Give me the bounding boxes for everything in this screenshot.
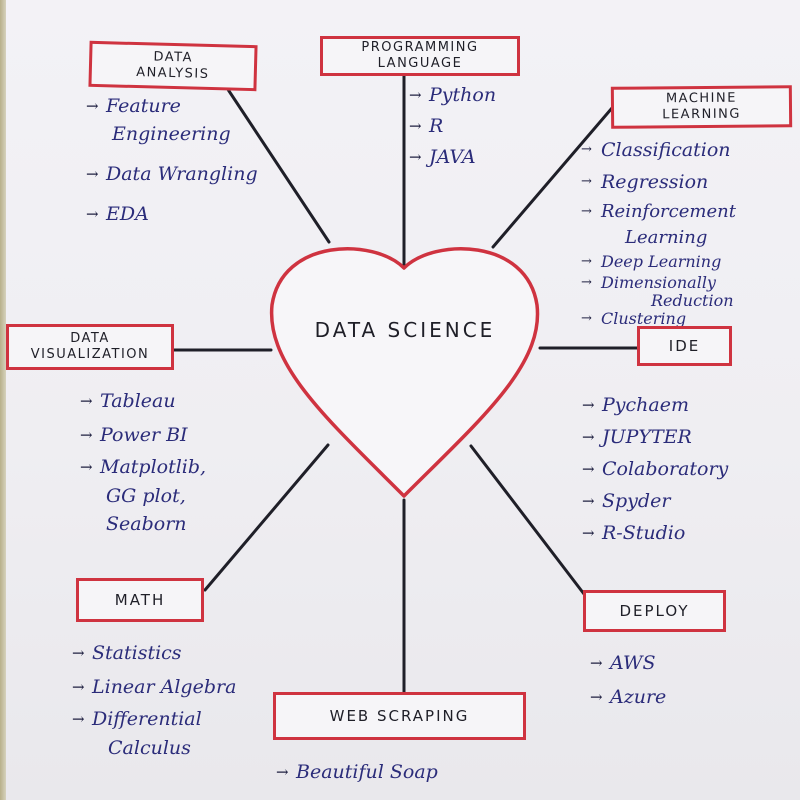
node-title-line: LEARNING (662, 106, 742, 123)
list-item: Matplotlib, (80, 452, 206, 482)
item-text: Pychaem (602, 394, 689, 416)
list-item-continued: Seaborn (80, 510, 206, 538)
list-item: Pychaem (582, 389, 728, 421)
node-deploy: DEPLOY (583, 590, 726, 632)
node-title-line: DATA (153, 49, 194, 66)
item-text: Statistics (92, 642, 182, 664)
list-item: Dimensionally (581, 273, 736, 293)
node-programming-language: PROGRAMMING LANGUAGE (320, 36, 520, 76)
list-item: Spyder (582, 485, 728, 517)
list-ide: Pychaem JUPYTER Colaboratory Spyder R-St… (582, 389, 728, 549)
node-title-line: ANALYSIS (135, 65, 210, 82)
paper-edge (0, 0, 6, 800)
list-item: Differential (72, 704, 236, 734)
node-title-line: LANGUAGE (377, 56, 463, 71)
connector-machine-learning (491, 106, 614, 249)
node-web-scraping: WEB SCRAPING (273, 692, 526, 740)
list-item: Colaboratory (582, 453, 728, 485)
list-math: Statistics Linear Algebra Differential C… (72, 636, 236, 762)
list-item: Azure (590, 680, 666, 714)
item-text: Colaboratory (602, 458, 729, 480)
list-item: R (409, 111, 496, 142)
list-data-visualization: Tableau Power BI Matplotlib, GG plot, Se… (80, 384, 206, 538)
list-item: Statistics (72, 636, 236, 670)
item-text: Classification (601, 139, 731, 161)
item-text: R-Studio (602, 522, 686, 544)
center-title: DATA SCIENCE (314, 318, 496, 342)
item-text: Regression (601, 171, 709, 193)
list-machine-learning: Classification Regression Reinforcement … (581, 134, 736, 329)
list-item: Classification (581, 134, 736, 166)
node-title-line: PROGRAMMING (361, 40, 479, 55)
node-title-line: DEPLOY (619, 602, 690, 620)
connector-deploy (469, 444, 586, 596)
item-text: JUPYTER (602, 426, 692, 448)
item-text: Matplotlib, (100, 456, 207, 478)
item-text: Tableau (100, 390, 176, 412)
item-text: Deep Learning (601, 252, 722, 271)
list-item: Tableau (80, 384, 206, 418)
item-text: Power BI (100, 424, 188, 446)
list-item-continued: Calculus (72, 734, 236, 762)
list-item: JUPYTER (582, 421, 728, 453)
list-item: EDA (86, 198, 258, 230)
list-item: Power BI (80, 418, 206, 452)
list-data-analysis: Feature Engineering Data Wrangling EDA (86, 92, 258, 230)
list-item: Clustering (581, 309, 736, 329)
list-item-continued: Reduction (581, 293, 736, 309)
item-text: Learning (625, 227, 708, 248)
node-title-line: DATA (70, 331, 110, 346)
list-item: Regression (581, 166, 736, 198)
list-item-continued: GG plot, (80, 482, 206, 510)
item-text: Feature (106, 95, 181, 117)
item-text: AWS (610, 652, 656, 674)
node-data-analysis: DATA ANALYSIS (88, 40, 258, 92)
list-item: R-Studio (582, 517, 728, 549)
connector-math (203, 443, 330, 592)
node-title-line: MATH (114, 591, 166, 609)
item-text: Linear Algebra (92, 676, 237, 698)
item-text: Seaborn (106, 513, 187, 535)
list-item-continued: Learning (581, 226, 736, 250)
item-text: Reduction (651, 291, 734, 310)
node-data-visualization: DATA VISUALIZATION (6, 324, 174, 370)
list-item: Deep Learning (581, 250, 736, 273)
item-text: Spyder (602, 490, 671, 512)
list-item: Beautiful Soap (276, 756, 438, 788)
node-title-line: IDE (668, 337, 701, 355)
item-text: Reinforcement (601, 201, 736, 222)
list-web-scraping: Beautiful Soap (276, 756, 438, 788)
item-text: Engineering (112, 123, 231, 145)
item-text: Azure (610, 686, 667, 708)
list-item: Feature (86, 92, 258, 120)
node-title-line: WEB SCRAPING (329, 707, 470, 725)
item-text: Clustering (601, 309, 687, 328)
list-item: Python (409, 80, 496, 111)
node-machine-learning: MACHINE LEARNING (610, 85, 793, 129)
node-ide: IDE (637, 326, 732, 366)
item-text: GG plot, (106, 485, 186, 507)
item-text: Differential (92, 708, 202, 730)
list-item: AWS (590, 646, 666, 680)
node-math: MATH (76, 578, 204, 622)
item-text: JAVA (429, 146, 476, 168)
list-item: Data Wrangling (86, 158, 258, 190)
item-text: Dimensionally (601, 273, 716, 292)
list-item: JAVA (409, 142, 496, 173)
list-item: Linear Algebra (72, 670, 236, 704)
list-programming-language: Python R JAVA (409, 80, 496, 173)
node-title-line: MACHINE (665, 90, 737, 107)
item-text: Python (429, 84, 497, 106)
center-heart (269, 247, 540, 498)
list-item: Reinforcement (581, 198, 736, 226)
item-text: EDA (106, 203, 149, 225)
list-item-continued: Engineering (86, 120, 258, 148)
item-text: Data Wrangling (106, 163, 258, 185)
item-text: R (429, 115, 444, 137)
list-deploy: AWS Azure (590, 646, 666, 714)
node-title-line: VISUALIZATION (30, 347, 150, 362)
item-text: Beautiful Soap (296, 761, 438, 783)
item-text: Calculus (108, 737, 191, 759)
